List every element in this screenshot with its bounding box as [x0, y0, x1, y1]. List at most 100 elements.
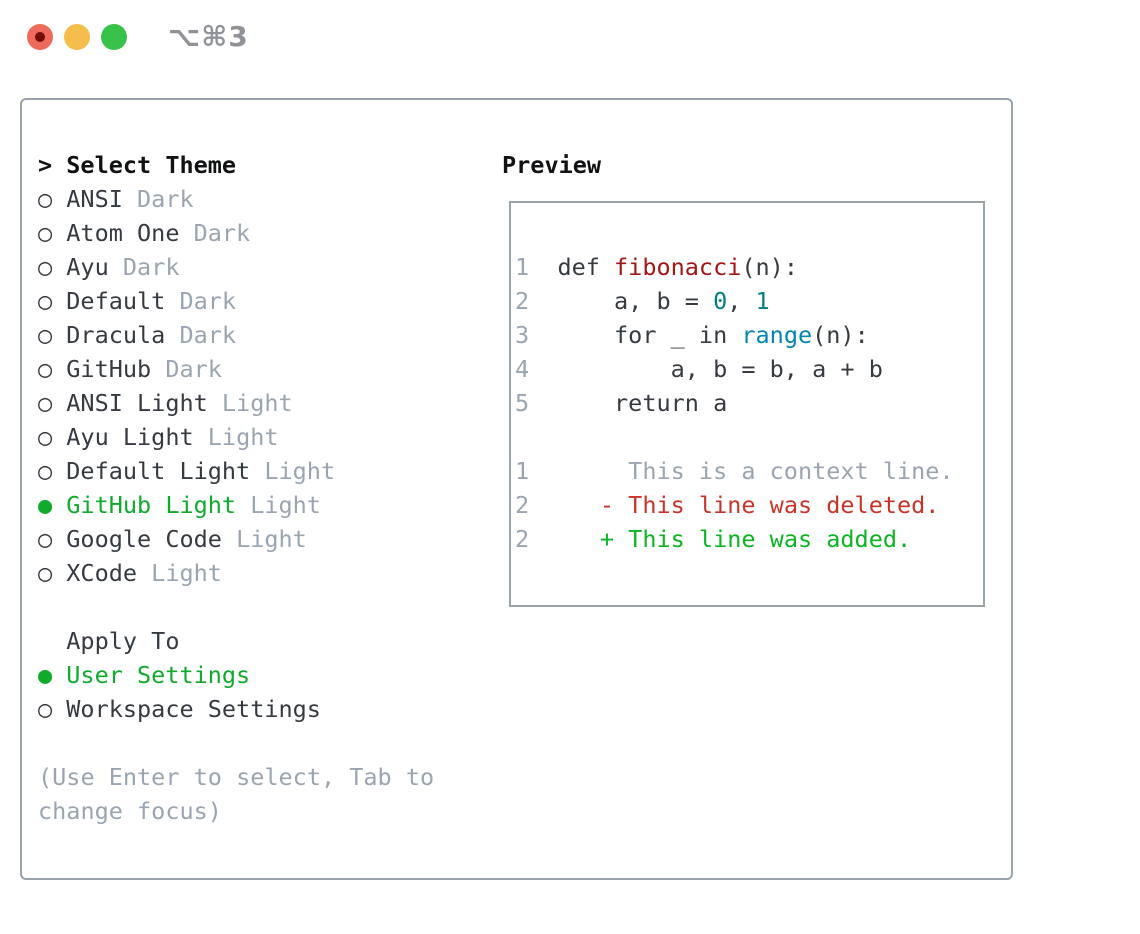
code-token-fg: return a	[557, 389, 728, 417]
theme-option-ayu-light[interactable]: ○ Ayu Light Light	[38, 420, 488, 454]
radio-unselected-icon: ○	[38, 219, 53, 247]
theme-variant-label: Dark	[165, 321, 237, 349]
code-token-add: + This line was added.	[599, 525, 912, 553]
radio-unselected-icon: ○	[38, 457, 53, 485]
apply-option-user-settings[interactable]: ●User Settings	[38, 658, 488, 692]
radio-unselected-icon: ○	[38, 389, 53, 417]
code-token-func: fibonacci	[614, 253, 742, 281]
radio-unselected-icon: ○	[38, 321, 53, 349]
preview-header: Preview	[502, 151, 602, 179]
code-token-fg: (n):	[741, 253, 798, 281]
line-number: 1	[515, 457, 530, 485]
theme-option-xcode[interactable]: ○XCode Light	[38, 556, 488, 590]
code-token-fg: for _ in	[557, 321, 742, 349]
apply-to-header-row: Apply To	[38, 624, 488, 658]
code-line: 4 a, b = b, a + b	[515, 352, 983, 386]
line-number: 2	[515, 287, 530, 315]
theme-option-ayu[interactable]: ○ Ayu Dark	[38, 250, 488, 284]
apply-option-label: User Settings	[66, 661, 251, 689]
code-token-num: 0	[713, 287, 728, 315]
code-line: 2 + This line was added.	[515, 522, 983, 556]
theme-option-default-light[interactable]: ○ Default Light Light	[38, 454, 488, 488]
theme-option-atom-one[interactable]: ○ Atom One Dark	[38, 216, 488, 250]
theme-option-github[interactable]: ○ GitHub Dark	[38, 352, 488, 386]
code-token-fg	[557, 491, 599, 519]
window-title: ⌥⌘3	[168, 20, 249, 53]
theme-variant-label: Light	[221, 525, 307, 553]
theme-option-ansi-light[interactable]: ○ ANSI Light Light	[38, 386, 488, 420]
code-token-fg: a, b =	[557, 287, 714, 315]
select-theme-header: Select Theme	[66, 151, 237, 179]
radio-unselected-icon: ○	[38, 287, 53, 315]
theme-option-label: GitHub Light	[66, 491, 237, 519]
apply-option-label: Workspace Settings	[66, 695, 321, 723]
theme-variant-label: Light	[250, 457, 336, 485]
theme-variant-label: Light	[236, 491, 321, 519]
select-theme-header-row: > Select Theme	[38, 148, 488, 182]
theme-option-label: Default	[66, 287, 166, 315]
zoom-button[interactable]	[101, 24, 127, 50]
theme-list-column: > Select Theme ○ ANSI Dark ○ Atom One Dark ○ A…	[38, 148, 488, 828]
theme-option-label: Dracula	[66, 321, 166, 349]
radio-unselected-icon: ○	[38, 559, 53, 587]
line-number: 2	[515, 525, 530, 553]
theme-option-default[interactable]: ○ Default Dark	[38, 284, 488, 318]
theme-option-label: Ayu	[66, 253, 109, 281]
code-line	[515, 420, 983, 454]
radio-unselected-icon: ○	[38, 253, 53, 281]
line-number: 1	[515, 253, 530, 281]
hint-line-1: (Use Enter to select, Tab to	[38, 763, 435, 791]
theme-picker-panel: > Select Theme ○ ANSI Dark ○ Atom One Dark ○ A…	[20, 98, 1013, 880]
spacer-row	[38, 590, 488, 624]
theme-variant-label: Dark	[122, 185, 194, 213]
theme-option-google-code[interactable]: ○Google Code Light	[38, 522, 488, 556]
code-line: 2 - This line was deleted.	[515, 488, 983, 522]
code-line: 2 a, b = 0, 1	[515, 284, 983, 318]
theme-variant-label: Light	[207, 389, 293, 417]
theme-option-label: Default Light	[66, 457, 251, 485]
hint-line-2: change focus)	[38, 797, 222, 825]
code-token-fg: (n):	[812, 321, 869, 349]
theme-variant-label: Dark	[151, 355, 222, 383]
theme-variant-label: Light	[137, 559, 222, 587]
theme-list: ○ ANSI Dark ○ Atom One Dark ○ Ayu Dark ○ Defaul…	[38, 182, 488, 590]
code-token-num: 1	[755, 287, 770, 315]
theme-option-label: ANSI	[66, 185, 123, 213]
spacer-row	[38, 726, 488, 760]
theme-variant-label: Dark	[165, 287, 237, 315]
code-token-ctx: This is a context line.	[557, 457, 954, 485]
code-line: 1 This is a context line.	[515, 454, 983, 488]
code-line: 3 for _ in range(n):	[515, 318, 983, 352]
apply-option-workspace-settings[interactable]: ○Workspace Settings	[38, 692, 488, 726]
code-token-builtin: range	[741, 321, 813, 349]
theme-option-label: Ayu Light	[66, 423, 194, 451]
radio-unselected-icon: ○	[38, 525, 53, 553]
radio-unselected-icon: ○	[38, 355, 53, 383]
code-token-del: - This line was deleted.	[599, 491, 940, 519]
theme-variant-label: Dark	[179, 219, 251, 247]
line-number: 3	[515, 321, 530, 349]
theme-option-ansi[interactable]: ○ ANSI Dark	[38, 182, 488, 216]
theme-option-dracula[interactable]: ○ Dracula Dark	[38, 318, 488, 352]
title-bar: ⌥⌘3	[0, 0, 1140, 74]
cursor-icon: >	[38, 151, 53, 179]
close-button[interactable]	[27, 24, 53, 50]
theme-variant-label: Dark	[108, 253, 180, 281]
radio-unselected-icon: ○	[38, 423, 53, 451]
theme-option-github-light[interactable]: ●GitHub Light Light	[38, 488, 488, 522]
code-token-fg: ,	[727, 287, 756, 315]
line-number: 2	[515, 491, 530, 519]
apply-to-list: ●User Settings○Workspace Settings	[38, 658, 488, 726]
code-token-fg: a, b = b, a + b	[557, 355, 883, 383]
theme-option-label: ANSI Light	[66, 389, 208, 417]
code-token-fg: def	[557, 253, 615, 281]
minimize-button[interactable]	[64, 24, 90, 50]
unsaved-changes-dot-icon	[35, 32, 45, 42]
theme-option-label: GitHub	[66, 355, 152, 383]
theme-option-label: Atom One	[66, 219, 180, 247]
theme-variant-label: Light	[193, 423, 279, 451]
code-token-fg	[557, 525, 599, 553]
radio-unselected-icon: ○	[38, 185, 53, 213]
